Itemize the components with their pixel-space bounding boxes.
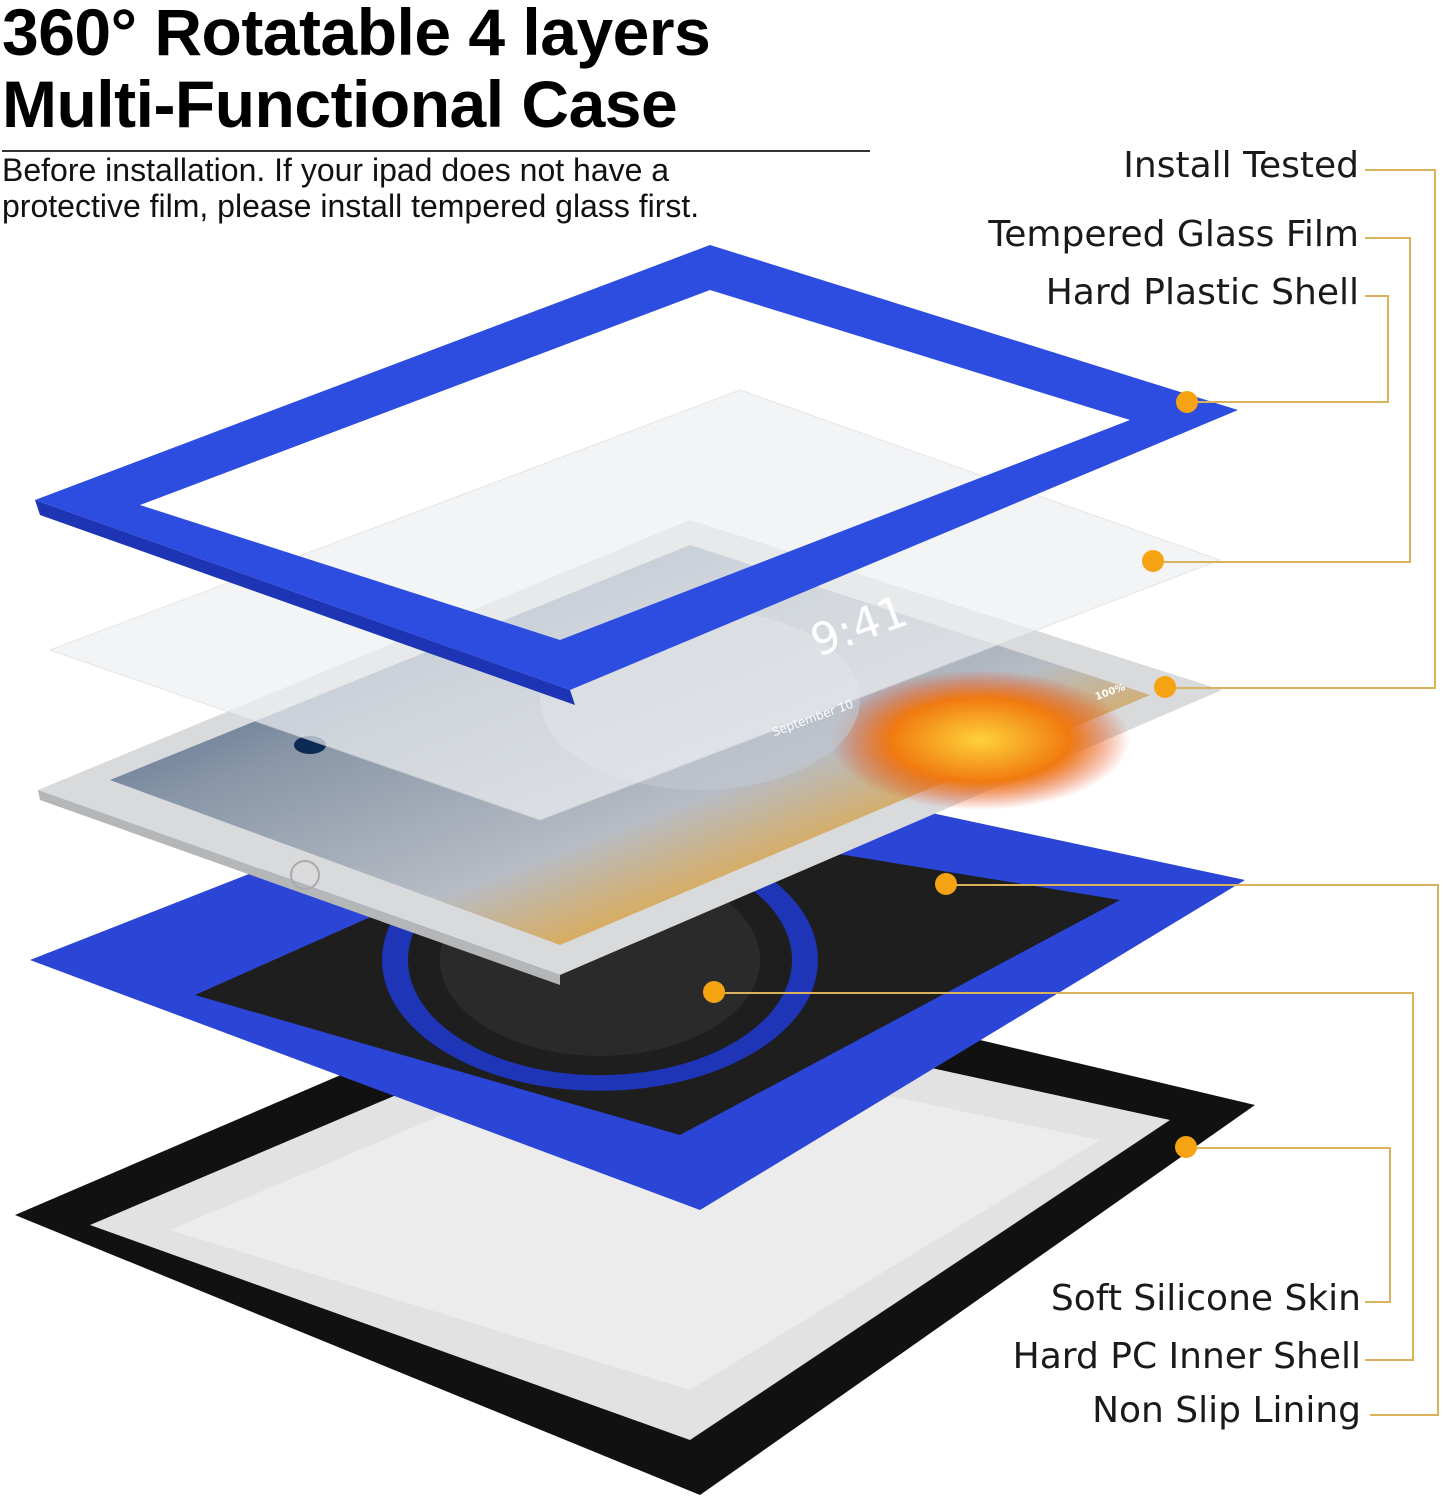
subtitle: Before installation. If your ipad does n… [2,152,699,224]
callout-dot [1142,550,1164,572]
label-soft-silicone-skin: Soft Silicone Skin [1050,1278,1361,1319]
tempered-glass-film [48,389,1222,821]
label-install-tested: Install Tested [1123,145,1359,186]
label-tempered-glass-film: Tempered Glass Film [988,214,1359,255]
callout-dot [1175,1136,1197,1158]
page-title: 360° Rotatable 4 layers Multi-Functional… [2,0,711,141]
soft-silicone-skin [15,955,1255,1495]
callout-dot [1154,676,1176,698]
callout-dot [935,873,957,895]
label-hard-plastic-shell: Hard Plastic Shell [1045,272,1359,313]
hard-plastic-shell [35,245,1238,705]
subtitle-line-2: protective film, please install tempered… [2,188,700,224]
callout-dots [703,391,1198,1158]
leader-lines [714,169,1439,1416]
callout-dot [1176,391,1198,413]
title-line-2: Multi-Functional Case [2,67,678,141]
title-divider [2,150,870,152]
title-line-1: 360° Rotatable 4 layers [2,0,711,69]
label-non-slip-lining: Non Slip Lining [1092,1390,1361,1431]
callout-dot [703,981,725,1003]
subtitle-line-1: Before installation. If your ipad does n… [2,152,670,188]
label-hard-pc-inner-shell: Hard PC Inner Shell [1012,1336,1361,1377]
